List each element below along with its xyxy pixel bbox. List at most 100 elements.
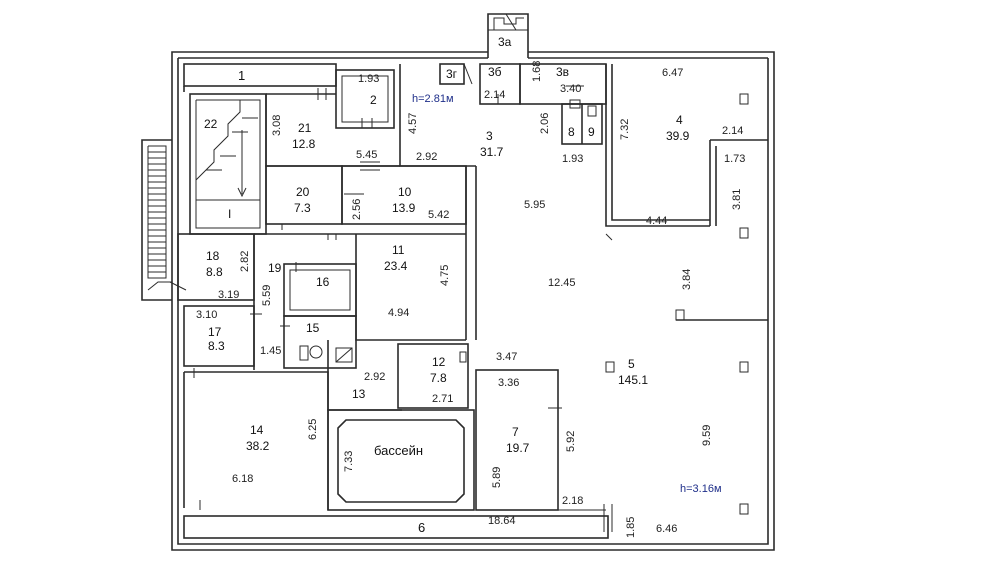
room-17 — [183, 305, 262, 367]
room-number-14: 14 — [250, 423, 264, 437]
dim-label: 1.73 — [724, 153, 745, 165]
dim-label: 3.47 — [496, 351, 517, 363]
room-number-16: 16 — [316, 275, 330, 289]
stair-number-I: I — [228, 207, 231, 221]
dim-label: 2.14 — [722, 125, 743, 137]
dim-label: 2.56 — [351, 199, 363, 220]
pool-hall — [327, 409, 475, 511]
room-area-12: 7.8 — [430, 371, 447, 385]
room-number-3g: 3г — [446, 67, 458, 81]
room-number-20: 20 — [296, 185, 310, 199]
dim-label: 3.36 — [498, 377, 519, 389]
room-area-20: 7.3 — [294, 201, 311, 215]
room-number-5: 5 — [628, 357, 635, 371]
dim-label: 7.32 — [619, 119, 631, 140]
room-5-details — [556, 309, 768, 515]
dim-label: 4.75 — [439, 265, 451, 286]
dim-label: 5.95 — [524, 199, 545, 211]
dim-label: 12.45 — [548, 277, 576, 289]
dim-label: 4.44 — [646, 215, 667, 227]
room-number-19: 19 — [268, 261, 282, 275]
room-area-7: 19.7 — [506, 441, 530, 455]
rooms-10-20 — [265, 165, 467, 230]
room-number-15: 15 — [306, 321, 320, 335]
dim-label: 6.47 — [662, 67, 683, 79]
dim-label: 6.25 — [307, 419, 319, 440]
dim-label: 6.18 — [232, 473, 253, 485]
stair-22 — [189, 93, 267, 235]
room-area-18: 8.8 — [206, 265, 223, 279]
dim-label: 1.68 — [531, 61, 543, 82]
dim-label: 5.59 — [261, 285, 273, 306]
room-3a-block — [487, 13, 529, 58]
dim-label: 6.46 — [656, 523, 677, 535]
room-area-10: 13.9 — [392, 201, 416, 215]
exterior-stair — [141, 139, 172, 301]
dim-label: 3.19 — [218, 289, 239, 301]
room-number-22: 22 — [204, 117, 218, 131]
dim-label: 9.59 — [701, 425, 713, 446]
room-number-8: 8 — [568, 125, 575, 139]
dim-label: 2.06 — [539, 113, 551, 134]
dim-label: 18.64 — [488, 515, 516, 527]
room-number-7: 7 — [512, 425, 519, 439]
dim-label: 5.42 — [428, 209, 449, 221]
pool-label: бассейн — [374, 443, 423, 458]
room-number-3b: 3б — [488, 65, 502, 79]
room-area-21: 12.8 — [292, 137, 316, 151]
room-6 — [183, 504, 613, 539]
room-number-4: 4 — [676, 113, 683, 127]
room-3 — [360, 64, 477, 340]
dim-label: 3.84 — [681, 269, 693, 290]
dim-label: 1.85 — [625, 517, 637, 538]
room-number-18: 18 — [206, 249, 220, 263]
dim-label: 1.45 — [260, 345, 281, 357]
room-15 — [280, 315, 357, 369]
dim-label: 5.92 — [565, 431, 577, 452]
room-number-13: 13 — [352, 387, 366, 401]
room-16 — [283, 262, 357, 317]
dim-label: 2.92 — [364, 371, 385, 383]
room-2-dim: 1.93 — [358, 73, 379, 85]
dim-label: 3.81 — [731, 189, 743, 210]
height-upper: h=2.81м — [412, 93, 454, 105]
dim-label: 2.82 — [239, 251, 251, 272]
dim-label: 3.10 — [196, 309, 217, 321]
room-area-4: 39.9 — [666, 129, 690, 143]
dim-label: 2.92 — [416, 151, 437, 163]
dim-label: 2.18 — [562, 495, 583, 507]
dim-label: 5.89 — [491, 467, 503, 488]
dim-label: 2.71 — [432, 393, 453, 405]
room-number-17: 17 — [208, 325, 222, 339]
room-21 — [265, 88, 400, 167]
room-area-11: 23.4 — [384, 259, 408, 273]
room-number-21: 21 — [298, 121, 312, 135]
dim-label: 3.08 — [271, 115, 283, 136]
dim-label: 1.93 — [562, 153, 583, 165]
height-lower: h=3.16м — [680, 483, 722, 495]
rooms-3g-3b-3v — [439, 63, 607, 105]
dim-label: 3.40 — [560, 83, 581, 95]
room-number-9: 9 — [588, 125, 595, 139]
room-7 — [475, 369, 562, 511]
room-1 — [183, 63, 337, 92]
room-number-12: 12 — [432, 355, 446, 369]
room-number-3v: 3в — [556, 65, 569, 79]
room-area-17: 8.3 — [208, 339, 225, 353]
room-number-3: 3 — [486, 129, 493, 143]
dim-label: 2.14 — [484, 89, 505, 101]
dim-label: 7.33 — [343, 451, 355, 472]
room-area-3: 31.7 — [480, 145, 504, 159]
outer-walls — [171, 51, 775, 551]
room-number-3a: 3а — [498, 35, 512, 49]
room-number-6: 6 — [418, 520, 425, 535]
dim-label: 4.57 — [407, 113, 419, 134]
room-4 — [605, 64, 768, 241]
room-number-2: 2 — [370, 93, 377, 107]
rooms-8-9 — [561, 99, 603, 145]
room-area-5: 145.1 — [618, 373, 648, 387]
room-number-10: 10 — [398, 185, 412, 199]
room-area-14: 38.2 — [246, 439, 270, 453]
room-number-1: 1 — [238, 68, 245, 83]
